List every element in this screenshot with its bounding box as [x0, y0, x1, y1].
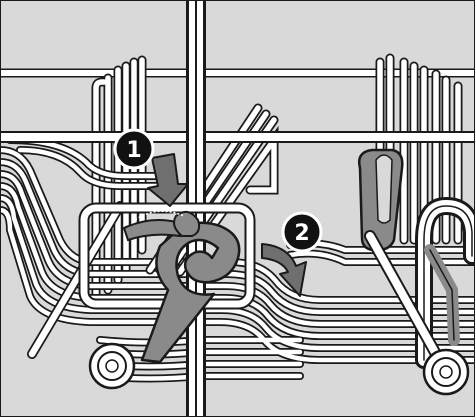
- left-roller: [88, 342, 136, 390]
- right-roller: [422, 348, 470, 396]
- right-rod: [364, 230, 452, 378]
- step-number-2: 2: [294, 221, 309, 246]
- support-rod: [27, 201, 125, 359]
- step-badge-1: 1: [113, 128, 155, 170]
- step-badge-2: 2: [281, 211, 323, 253]
- right-hook-tine: [415, 196, 475, 369]
- clip-hook: [173, 210, 201, 237]
- step-number-1: 1: [126, 138, 141, 163]
- press-down-arrow: [147, 153, 189, 207]
- rotate-right-arrow: [261, 243, 307, 297]
- clip-arm: [140, 221, 241, 364]
- clip-mechanism: [122, 210, 241, 364]
- cup-holder-clip: [358, 148, 404, 252]
